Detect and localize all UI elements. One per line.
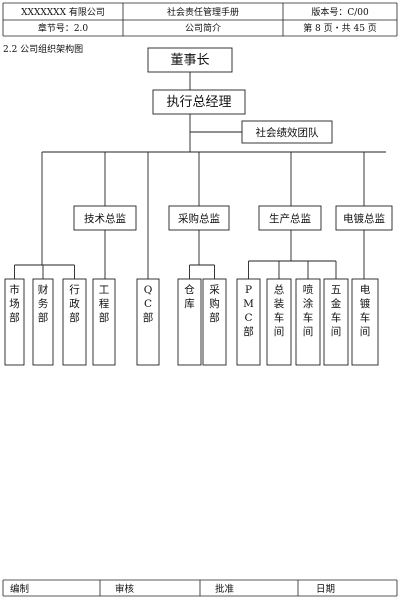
director-node-1: 采购总监	[168, 205, 230, 231]
director-node-0-box	[73, 205, 137, 231]
department-box-6	[202, 278, 227, 366]
department-box-10	[323, 278, 349, 366]
department-node-2: 行政部	[62, 278, 87, 366]
director-node-1-box	[168, 205, 230, 231]
department-box-9	[295, 278, 321, 366]
director-node-3-label: 电镀总监	[343, 212, 385, 225]
ceo-node-box	[152, 89, 246, 115]
page-number: 第 8 页・共 45 页	[303, 22, 377, 34]
director-node-0: 技术总监	[73, 205, 137, 231]
director-node-3: 电镀总监	[335, 205, 393, 231]
ceo-node-label: 执行总经理	[166, 95, 231, 110]
department-node-1: 财务部	[32, 278, 54, 366]
department-label-9: 喷涂车间	[303, 284, 314, 338]
manual-title: 社会责任管理手册	[167, 6, 239, 18]
department-label-0: 市场部	[9, 283, 20, 324]
department-node-8: 总装车间	[266, 278, 292, 366]
csr-team-node: 社会绩效团队	[241, 120, 333, 144]
department-box-0	[4, 278, 25, 366]
section-title: 2.2 公司组织架构图	[3, 43, 83, 55]
chairman-node-label: 董事长	[170, 53, 209, 68]
org-connectors	[14, 72, 386, 279]
department-node-11: 电镀车间	[351, 278, 379, 366]
department-box-7	[236, 278, 261, 366]
department-label-8: 总装车间	[274, 283, 285, 338]
header-text: XXXXXXX 有限公司 社会责任管理手册 版本号：C/00 章节号：2.0 公司简介 第…	[21, 6, 377, 34]
chairman-node: 董事长	[147, 47, 233, 73]
director-node-0-label: 技术总监	[84, 212, 126, 225]
company-name: XXXXXXX 有限公司	[21, 6, 105, 18]
department-node-6: 采购部	[202, 278, 227, 366]
department-node-5: 仓库	[177, 278, 202, 366]
department-label-1: 财务部	[38, 283, 49, 324]
csr-team-node-label: 社会绩效团队	[256, 126, 319, 139]
section-name: 公司简介	[185, 22, 221, 34]
director-node-2-label: 生产总监	[269, 212, 311, 225]
director-node-1-label: 采购总监	[178, 212, 220, 225]
version-number: 版本号：C/00	[311, 6, 369, 18]
director-node-2-box	[258, 205, 322, 231]
department-box-2	[62, 278, 87, 366]
chairman-node-box	[147, 47, 233, 73]
header-table	[2, 2, 398, 37]
department-label-5: 仓库	[184, 283, 195, 310]
date-label: 日期	[316, 584, 335, 595]
director-node-2: 生产总监	[258, 205, 322, 231]
department-node-9: 喷涂车间	[295, 278, 321, 366]
department-box-11	[351, 278, 379, 366]
department-box-1	[32, 278, 54, 366]
department-box-8	[266, 278, 292, 366]
department-box-4	[136, 278, 160, 366]
department-node-10: 五金车间	[323, 278, 349, 366]
prepared-by-label: 编制	[10, 583, 29, 595]
department-box-3	[92, 278, 116, 366]
department-label-3: 工程部	[99, 284, 110, 324]
department-label-6: 采购部	[209, 284, 220, 324]
department-node-3: 工程部	[92, 278, 116, 366]
approved-by-label: 批准	[215, 583, 235, 595]
department-label-11: 电镀车间	[360, 283, 371, 338]
footer-text: 编制 审核 批准 日期	[10, 583, 335, 595]
department-box-5	[177, 278, 202, 366]
csr-team-node-box	[241, 120, 333, 144]
department-node-0: 市场部	[4, 278, 25, 366]
department-label-10: 五金车间	[331, 284, 342, 338]
footer-table	[2, 579, 398, 597]
department-label-2: 行政部	[69, 283, 80, 324]
chapter-number: 章节号：2.0	[38, 22, 89, 34]
director-node-3-box	[335, 205, 393, 231]
reviewed-by-label: 审核	[115, 583, 135, 595]
ceo-node: 执行总经理	[152, 89, 246, 115]
